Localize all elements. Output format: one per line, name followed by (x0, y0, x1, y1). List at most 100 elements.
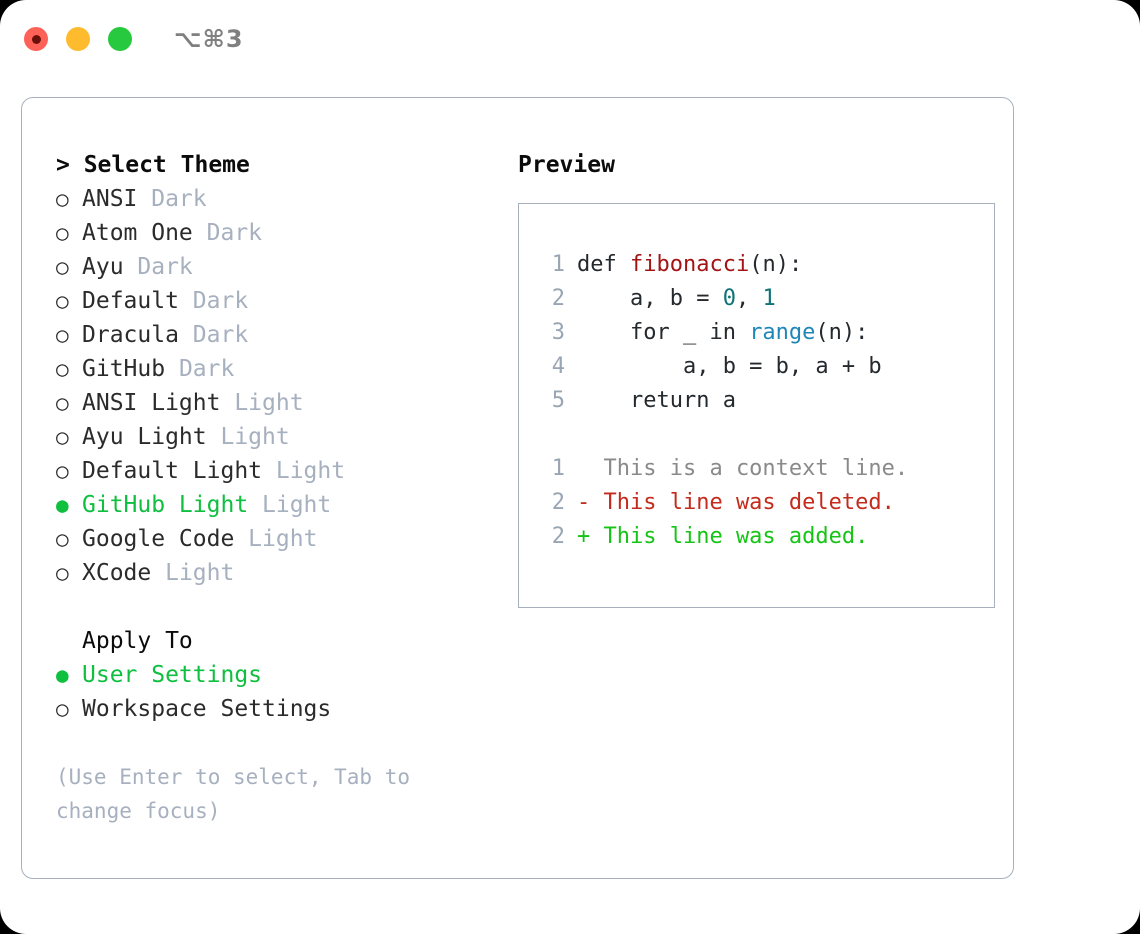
theme-option-dracula[interactable]: ○ Dracula Dark (56, 318, 501, 352)
theme-variant-tag: Dark (123, 254, 193, 280)
theme-option-atom-one[interactable]: ○ Atom One Dark (56, 216, 501, 250)
code-token-plain: def (577, 252, 630, 277)
theme-option-label: GitHub Light (82, 492, 249, 518)
radio-unselected-icon: ○ (56, 289, 69, 313)
line-number: 1 (551, 252, 565, 277)
title-bar: ⌥⌘3 (0, 0, 1140, 78)
theme-option-label: Dracula (82, 322, 179, 348)
theme-option-ansi[interactable]: ○ ANSI Dark (56, 182, 501, 216)
recording-dot-icon (31, 34, 41, 44)
code-token-builtin: range (749, 320, 816, 345)
select-theme-heading: > Select Theme (56, 152, 250, 178)
apply-to-heading: Apply To (82, 628, 193, 654)
code-token-plain: (n): (749, 252, 803, 277)
theme-option-label: Google Code (82, 526, 235, 552)
radio-unselected-icon: ○ (56, 357, 69, 381)
theme-option-label: ANSI (82, 186, 138, 212)
radio-unselected-icon: ○ (56, 221, 69, 245)
theme-variant-tag: Light (206, 424, 290, 450)
theme-option-ayu[interactable]: ○ Ayu Dark (56, 250, 501, 284)
diff-text: - This line was deleted. (577, 490, 895, 515)
theme-option-github[interactable]: ○ GitHub Dark (56, 352, 501, 386)
theme-variant-tag: Light (234, 526, 318, 552)
theme-option-xcode[interactable]: ○XCode Light (56, 556, 501, 590)
code-token-plain: (n): (815, 320, 869, 345)
theme-variant-tag: Light (220, 390, 304, 416)
theme-option-google-code[interactable]: ○Google Code Light (56, 522, 501, 556)
radio-unselected-icon: ○ (56, 697, 69, 721)
close-button[interactable] (24, 27, 48, 51)
line-number: 5 (551, 388, 565, 413)
code-line: 4 a, b = b, a + b (539, 350, 994, 384)
code-token-plain: , (735, 286, 763, 311)
theme-variant-tag: Light (262, 458, 346, 484)
radio-unselected-icon: ○ (56, 391, 69, 415)
theme-selector-column: > Select Theme ○ANSI Dark○Atom One Dark○… (39, 148, 501, 878)
apply-option-label: User Settings (82, 662, 263, 688)
theme-option-label: Default (82, 288, 179, 314)
diff-line-deleted: 2 - This line was deleted. (539, 486, 994, 520)
code-text: for _ in range(n): (577, 316, 868, 350)
theme-variant-tag: Light (248, 492, 332, 518)
keyboard-hint-text: (Use Enter to select, Tab to change focu… (56, 765, 423, 823)
theme-option-label: ANSI Light (82, 390, 221, 416)
apply-to-option-list[interactable]: ● User Settings ○ Workspace Settings (56, 658, 501, 726)
diff-text: This is a context line. (577, 456, 909, 481)
minimize-button[interactable] (66, 27, 90, 51)
code-token-plain: for _ in (577, 320, 750, 345)
line-number: 2 (551, 286, 565, 311)
theme-variant-tag: Dark (192, 220, 263, 246)
main-panel: > Select Theme ○ANSI Dark○Atom One Dark○… (21, 97, 1014, 879)
diff-sample: 1 This is a context line. 2 - This line wa… (539, 452, 994, 554)
preview-heading: Preview (518, 152, 615, 178)
theme-option-default[interactable]: ○Default Dark (56, 284, 501, 318)
apply-option-label: Workspace Settings (82, 696, 332, 722)
radio-unselected-icon: ○ (56, 187, 69, 211)
line-number: 4 (551, 354, 565, 379)
code-token-plain: a, b = (577, 286, 723, 311)
code-line: 2 a, b = 0, 1 (539, 282, 994, 316)
radio-unselected-icon: ○ (56, 255, 69, 279)
diff-line-added: 2 + This line was added. (539, 520, 994, 554)
code-token-num: 0 (722, 286, 736, 311)
theme-option-ayu-light[interactable]: ○Ayu Light Light (56, 420, 501, 454)
theme-variant-tag: Light (151, 560, 235, 586)
theme-option-label: GitHub (82, 356, 166, 382)
theme-option-label: Atom One (82, 220, 193, 246)
code-line: 5 return a (539, 384, 994, 418)
keyboard-shortcut-label: ⌥⌘3 (174, 25, 244, 53)
code-text: return a (577, 384, 736, 418)
code-token-fn: fibonacci (629, 252, 750, 277)
line-number: 1 (551, 456, 565, 481)
line-number: 2 (551, 490, 565, 515)
theme-option-list[interactable]: ○ ANSI Dark ○ Atom One Dark ○ Ayu Dark ○ Defaul… (56, 182, 501, 590)
radio-unselected-icon: ○ (56, 561, 69, 585)
radio-unselected-icon: ○ (56, 459, 69, 483)
diff-text: + This line was added. (577, 524, 869, 549)
radio-unselected-icon: ○ (56, 425, 69, 449)
window-controls (24, 27, 132, 51)
preview-spacer (539, 418, 994, 452)
apply-option-workspace-settings[interactable]: ○ Workspace Settings (56, 692, 501, 726)
theme-option-ansi-light[interactable]: ○ ANSI Light Light (56, 386, 501, 420)
code-text: a, b = b, a + b (577, 350, 882, 384)
diff-line-context: 1 This is a context line. (539, 452, 994, 486)
maximize-button[interactable] (108, 27, 132, 51)
theme-variant-tag: Dark (165, 356, 235, 382)
theme-variant-tag: Dark (137, 186, 207, 212)
radio-selected-icon: ● (56, 663, 69, 687)
theme-option-default-light[interactable]: ○ Default Light Light (56, 454, 501, 488)
code-text: def fibonacci(n): (577, 248, 802, 282)
line-number: 2 (551, 524, 565, 549)
theme-option-github-light[interactable]: ● GitHub Light Light (56, 488, 501, 522)
radio-unselected-icon: ○ (56, 323, 69, 347)
theme-variant-tag: Dark (178, 322, 249, 348)
theme-option-label: Ayu (82, 254, 124, 280)
radio-selected-icon: ● (56, 493, 69, 517)
code-line: 1 def fibonacci(n): (539, 248, 994, 282)
theme-option-label: Default Light (82, 458, 263, 484)
apply-option-user-settings[interactable]: ● User Settings (56, 658, 501, 692)
